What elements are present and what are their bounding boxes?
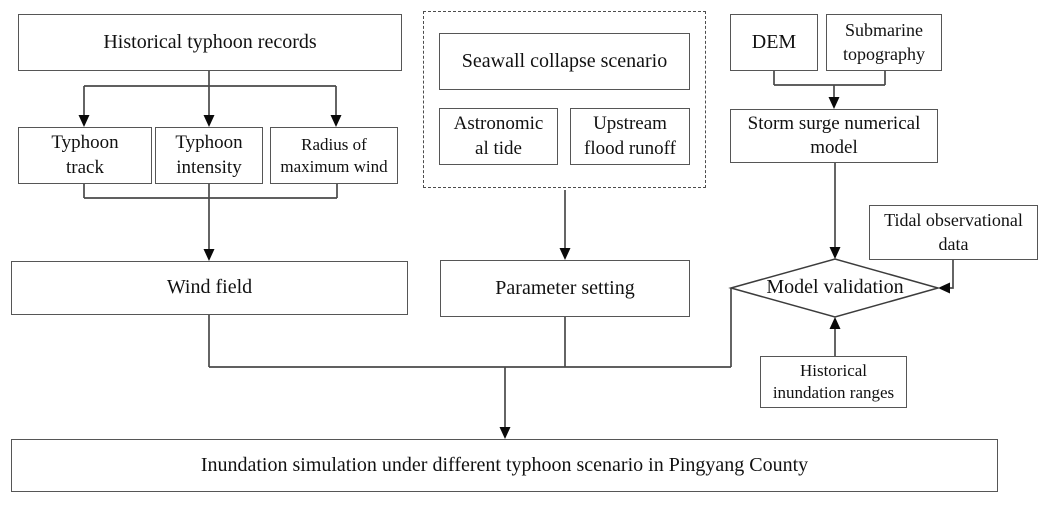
node-model-validation: Model validation: [741, 263, 929, 313]
arrowhead-down-parameter-setting: [559, 248, 571, 260]
node-label-tidal-observational-data: Tidal observational data: [884, 210, 1023, 254]
arrowhead-down-validation-top: [829, 247, 841, 259]
connector-topography-to-storm-model: [773, 71, 886, 97]
arrowhead-down-typhoon-track: [78, 115, 90, 127]
node-upstream-flood-runoff: Upstream flood runoff: [570, 108, 690, 165]
node-seawall-collapse-scenario: Seawall collapse scenario: [439, 33, 690, 90]
node-label-historical-typhoon-records: Historical typhoon records: [103, 30, 317, 53]
arrowhead-left-validation-right: [938, 282, 950, 294]
arrowhead-down-simulation: [499, 427, 511, 439]
node-label-submarine-topography: Submarine topography: [843, 20, 925, 64]
node-label-radius-of-maximum-wind: Radius of maximum wind: [280, 134, 388, 176]
node-historical-inundation-ranges: Historical inundation ranges: [760, 356, 907, 408]
node-label-typhoon-intensity: Typhoon intensity: [175, 132, 243, 178]
node-astronomical-tide: Astronomic al tide: [439, 108, 558, 165]
node-label-upstream-flood-runoff: Upstream flood runoff: [584, 113, 676, 159]
node-storm-surge-numerical-model: Storm surge numerical model: [730, 109, 938, 163]
node-label-inundation-simulation: Inundation simulation under different ty…: [200, 453, 809, 476]
connector-merge-to-simulation: [208, 288, 732, 427]
arrowhead-down-radius-max-wind: [330, 115, 342, 127]
scenario-group-dashed-box: [423, 11, 706, 188]
connector-records-to-children: [83, 71, 337, 115]
connector-tidal-to-validation: [950, 260, 954, 289]
node-label-typhoon-track: Typhoon track: [51, 132, 119, 178]
arrowhead-down-typhoon-intensity: [203, 115, 215, 127]
node-typhoon-track: Typhoon track: [18, 127, 152, 184]
node-typhoon-intensity: Typhoon intensity: [155, 127, 263, 184]
node-wind-field: Wind field: [11, 261, 408, 315]
node-label-model-validation: Model validation: [766, 276, 904, 299]
node-parameter-setting: Parameter setting: [440, 260, 690, 317]
node-label-storm-surge-numerical-model: Storm surge numerical model: [747, 112, 921, 158]
node-label-dem: DEM: [751, 30, 797, 53]
node-label-astronomical-tide: Astronomic al tide: [453, 113, 544, 159]
arrowhead-up-validation-bottom: [829, 317, 841, 329]
connector-children-to-wind-field: [83, 184, 338, 249]
node-label-seawall-collapse-scenario: Seawall collapse scenario: [461, 49, 668, 72]
arrowhead-down-storm-model: [828, 97, 840, 109]
arrowhead-down-wind-field: [203, 249, 215, 261]
model-validation-diamond: [728, 258, 941, 318]
node-radius-of-maximum-wind: Radius of maximum wind: [270, 127, 398, 184]
node-tidal-observational-data: Tidal observational data: [869, 205, 1038, 260]
node-label-historical-inundation-ranges: Historical inundation ranges: [772, 361, 895, 402]
node-dem: DEM: [730, 14, 818, 71]
node-historical-typhoon-records: Historical typhoon records: [18, 14, 402, 71]
node-inundation-simulation: Inundation simulation under different ty…: [11, 439, 998, 492]
node-label-wind-field: Wind field: [166, 276, 253, 299]
node-label-parameter-setting: Parameter setting: [495, 276, 635, 299]
node-submarine-topography: Submarine topography: [826, 14, 942, 71]
